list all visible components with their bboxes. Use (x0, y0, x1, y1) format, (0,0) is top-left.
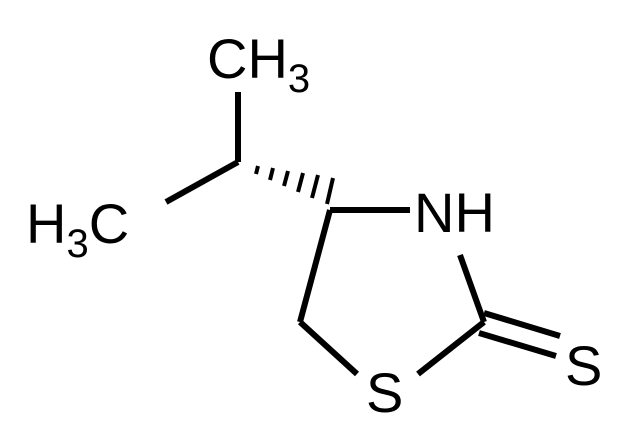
label-s-thione: S (565, 334, 602, 397)
label-h3c-left: H3C (26, 192, 129, 266)
bond-n-to-c2 (457, 253, 487, 324)
label-s-ring: S (366, 361, 403, 424)
bond-c5-to-c4 (297, 209, 333, 323)
hashed-wedge-bond (254, 165, 335, 205)
bond-s1-to-c5 (297, 319, 360, 377)
label-ch3-top: CH3 (207, 27, 310, 101)
double-bond-line-2 (478, 330, 557, 359)
double-bond-line-1 (483, 310, 561, 339)
bond-ch-to-left-methyl (164, 159, 240, 205)
label-nh: NH (414, 181, 495, 244)
bond-c2-to-s1 (416, 319, 486, 377)
